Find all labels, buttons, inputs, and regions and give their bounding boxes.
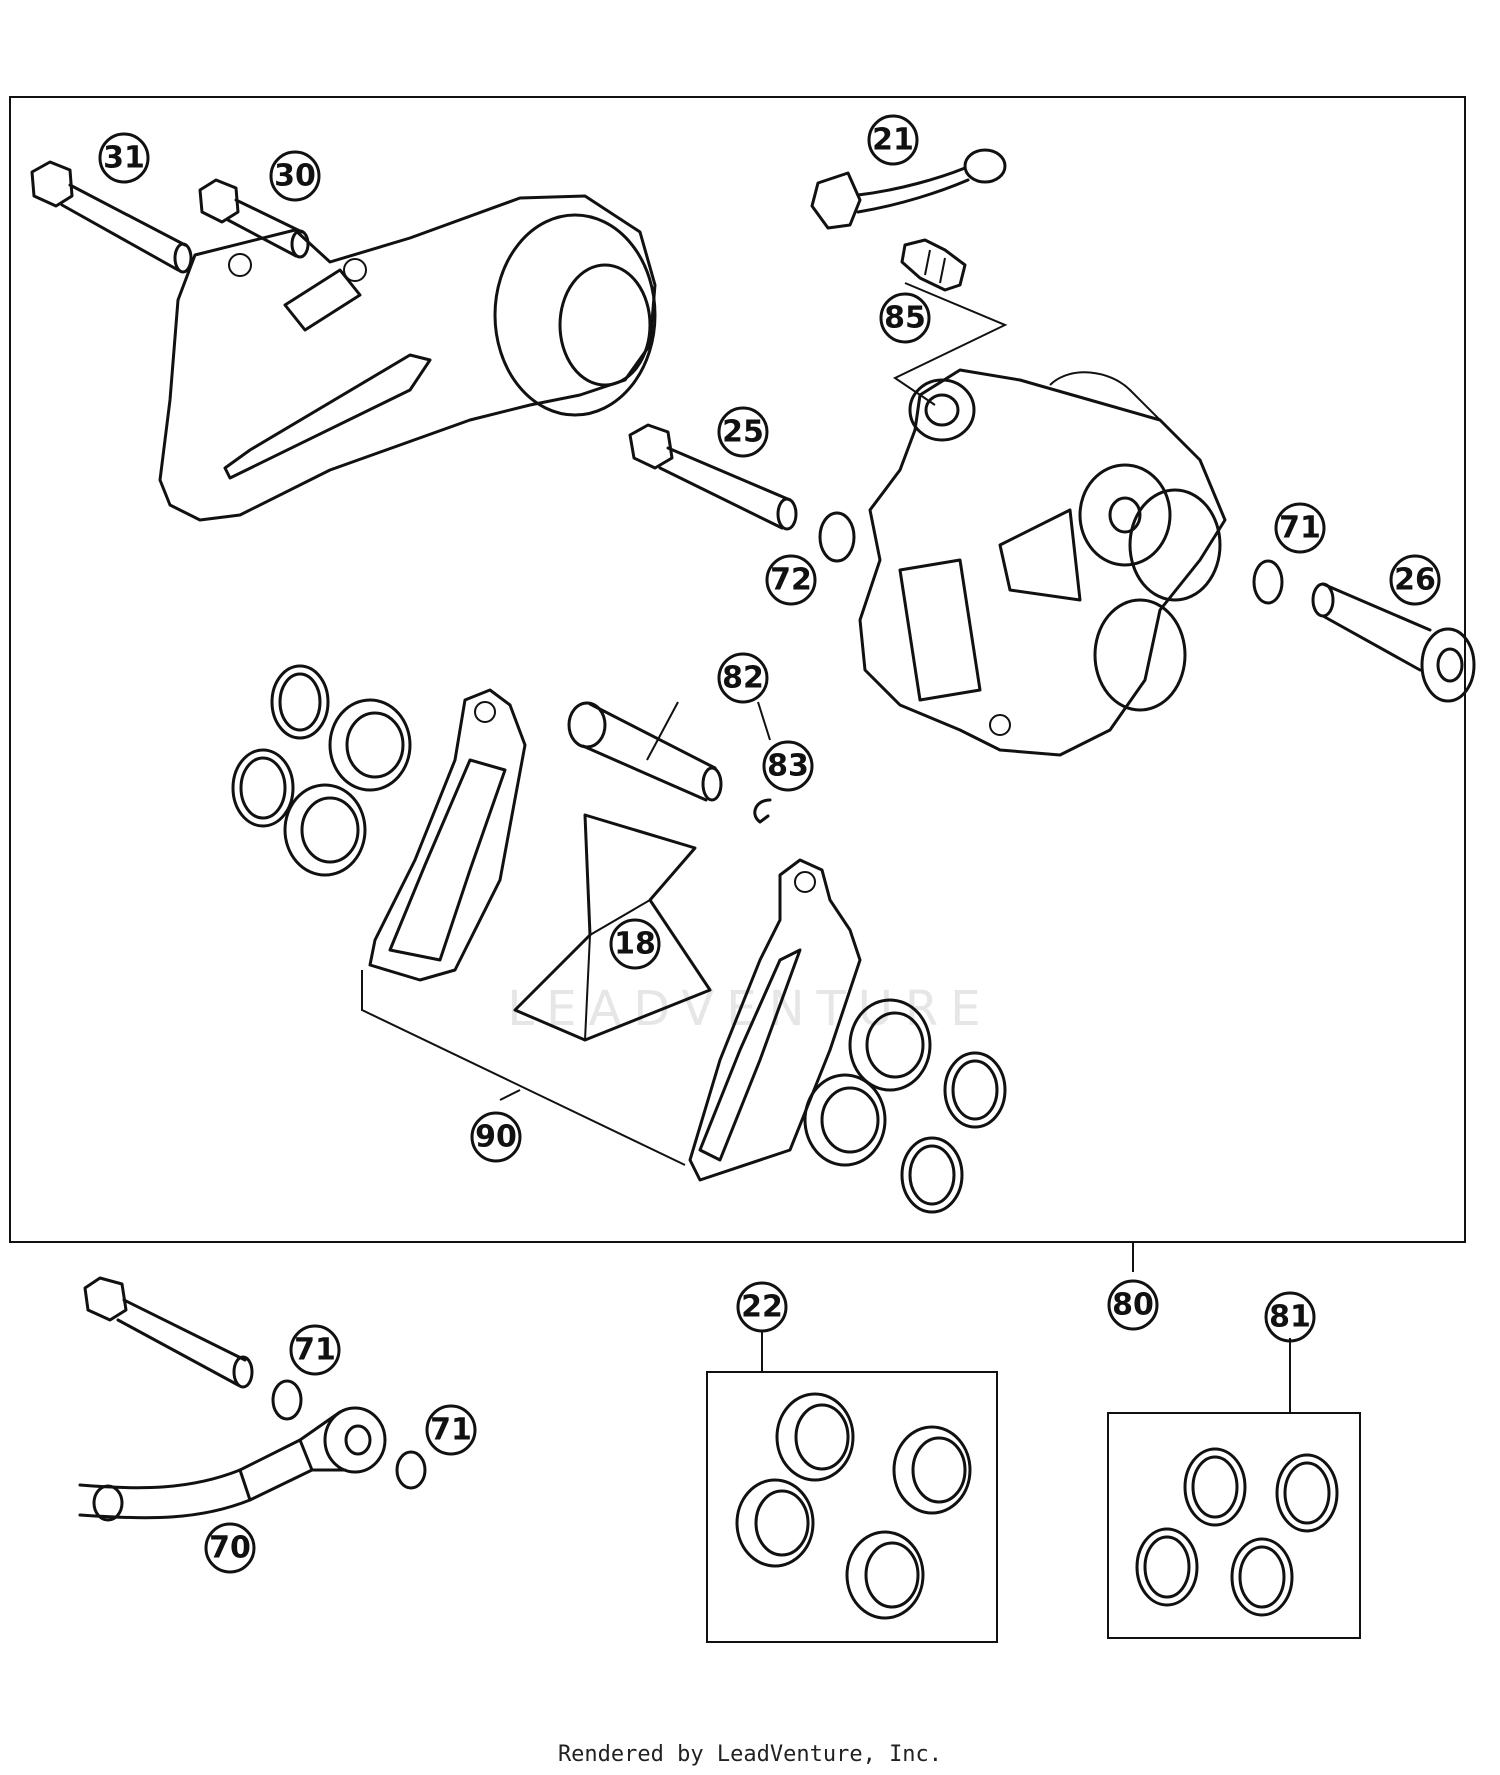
svg-text:18: 18 [614, 927, 656, 962]
svg-text:31: 31 [103, 141, 145, 176]
washer-71-upper-part [1252, 559, 1284, 605]
svg-text:83: 83 [767, 749, 809, 784]
svg-text:70: 70 [209, 1531, 251, 1566]
callout-31: 31 [98, 132, 150, 184]
callout-26: 26 [1389, 554, 1441, 606]
bleed-cap-21-part [810, 148, 1007, 230]
seals-lower-right-part [900, 1051, 1007, 1214]
seals-upper-left-part [231, 664, 330, 828]
svg-text:21: 21 [872, 123, 914, 158]
svg-text:72: 72 [770, 563, 812, 598]
svg-text:71: 71 [294, 1333, 336, 1368]
leader-lines [361, 282, 1134, 1272]
callout-72: 72 [765, 554, 817, 606]
svg-text:30: 30 [274, 159, 316, 194]
callout-30: 30 [269, 150, 321, 202]
piston-kit-22-box [706, 1371, 998, 1643]
svg-text:82: 82 [722, 661, 764, 696]
caliper-bracket-part [158, 194, 657, 522]
caliper-body-part [858, 368, 1227, 757]
callout-82: 82 [717, 652, 769, 704]
callout-21: 21 [867, 114, 919, 166]
callout-22: 22 [736, 1281, 788, 1333]
callout-80: 80 [1107, 1279, 1159, 1331]
pistons-lower-right-part [803, 998, 932, 1167]
washer-71-lower-a-part [271, 1379, 303, 1421]
callout-81: 81 [1264, 1291, 1316, 1343]
svg-text:22: 22 [741, 1290, 783, 1325]
washer-71-lower-b-part [395, 1450, 427, 1490]
svg-text:25: 25 [722, 415, 764, 450]
bolt-26-part [1311, 582, 1476, 703]
brake-hose-70-part [78, 1406, 387, 1522]
svg-text:80: 80 [1112, 1288, 1154, 1323]
callout-71-upper: 71 [1274, 502, 1326, 554]
pin-82-part [567, 701, 723, 802]
brake-pad-left-part [368, 688, 527, 982]
seal-kit-81-box [1107, 1412, 1361, 1639]
svg-text:71: 71 [1279, 511, 1321, 546]
clip-83-part [753, 798, 772, 824]
callout-70: 70 [204, 1522, 256, 1574]
svg-text:26: 26 [1394, 563, 1436, 598]
svg-text:85: 85 [884, 301, 926, 336]
pistons-upper-left-part [283, 698, 412, 877]
caliper-kit-frame [9, 96, 1466, 1243]
seal-kit-81-part [1135, 1447, 1339, 1617]
callout-71-lower-b: 71 [425, 1404, 477, 1456]
callout-18: 18 [609, 918, 661, 970]
svg-text:81: 81 [1269, 1300, 1311, 1335]
piston-kit-22-part [735, 1392, 972, 1620]
callout-83: 83 [762, 740, 814, 792]
svg-text:71: 71 [430, 1413, 472, 1448]
callout-90: 90 [470, 1111, 522, 1163]
callout-85: 85 [879, 292, 931, 344]
callout-25: 25 [717, 406, 769, 458]
washer-72-part [818, 511, 856, 563]
pad-spring-18-part [513, 813, 712, 1042]
banjo-bolt-part [83, 1276, 254, 1389]
footer-credit: Rendered by LeadVenture, Inc. [557, 1742, 943, 1767]
bleed-screw-85-part [900, 238, 967, 292]
svg-text:90: 90 [475, 1120, 517, 1155]
bolt-31-part [30, 160, 193, 274]
callout-71-lower-a: 71 [289, 1324, 341, 1376]
bolt-25-part [628, 423, 798, 531]
